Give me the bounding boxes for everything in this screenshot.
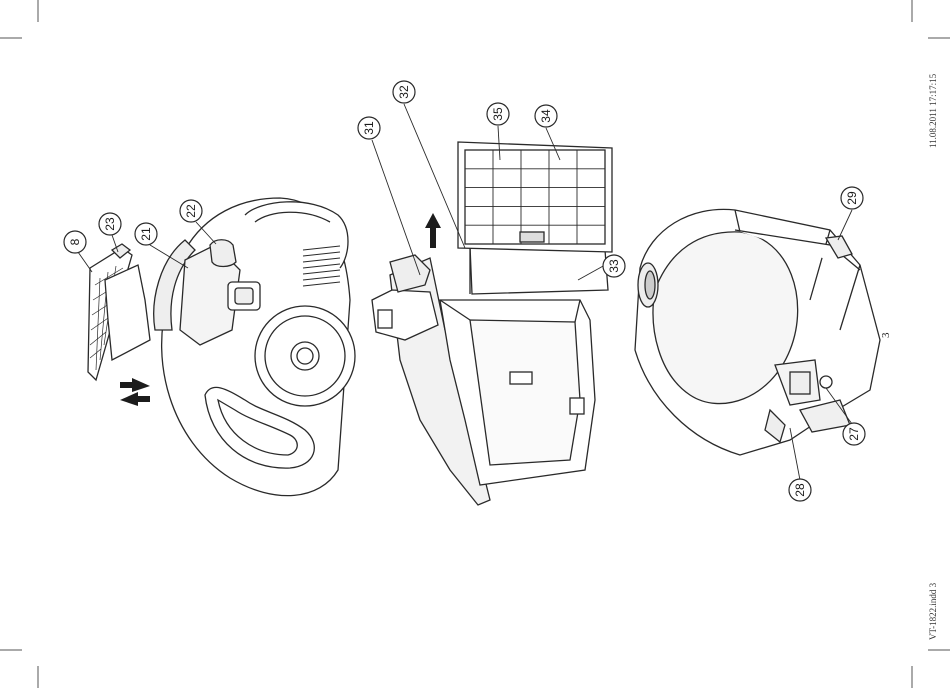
callout-32: 32 [393,81,415,103]
callout-8: 8 [64,231,86,253]
callout-number: 22 [184,204,198,218]
callout-number: 27 [847,427,861,441]
callout-28: 28 [789,479,811,501]
callout-21: 21 [135,223,157,245]
callout-number: 29 [845,191,859,205]
callout-31: 31 [358,117,380,139]
callout-33: 33 [603,255,625,277]
callout-29: 29 [841,187,863,209]
callout-number: 23 [103,217,117,231]
callout-number: 34 [539,109,553,123]
print-timestamp: 11.08.2011 17:17:15 [928,74,938,148]
callout-number: 33 [607,259,621,273]
callout-34: 34 [535,105,557,127]
file-label: VT-1822.indd 3 [928,583,938,640]
callout-27: 27 [843,423,865,445]
callout-number: 28 [793,483,807,497]
hepa-filter-illustration [458,142,612,294]
swap-arrows-icon [120,378,150,406]
vacuum-body-illustration [88,198,355,496]
up-arrow-icon [425,213,441,248]
callout-number: 32 [397,85,411,99]
callout-35: 35 [487,103,509,125]
callout-number: 35 [491,107,505,121]
callout-number: 8 [68,238,82,245]
callout-number: 31 [362,121,376,135]
callout-22: 22 [180,200,202,222]
callout-23: 23 [99,213,121,235]
lid-illustration [635,209,880,455]
callout-number: 21 [139,227,153,241]
page-number: 3 [880,333,892,339]
